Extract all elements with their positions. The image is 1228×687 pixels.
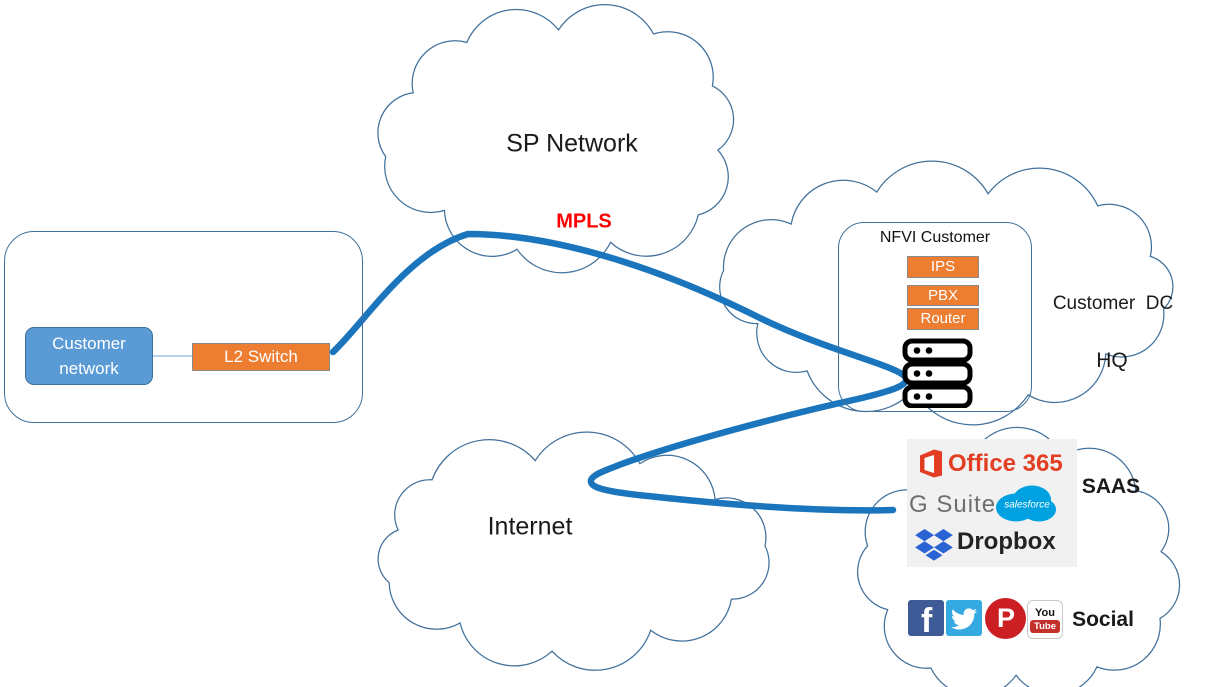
svg-text:salesforce: salesforce [1004,500,1050,511]
facebook-icon: f [908,600,944,636]
server-stack-icon [902,338,973,408]
customer-site-box [4,231,363,423]
cloud-outlines [377,4,1181,687]
office365-icon [920,449,942,478]
nfvi-customer-title: NFVI Customer [879,229,991,246]
customer-dc-label: Customer DC [1052,293,1174,314]
saas-logo-panel: Office 365 G Suite salesforce Dropbox [907,439,1077,567]
mpls-label: MPLS [556,210,612,233]
hq-label: HQ [1096,349,1128,372]
dropbox-icon [915,528,953,561]
internet-label: Internet [487,512,573,541]
sp-network-cloud [377,4,735,274]
salesforce-icon: salesforce [996,485,1056,522]
saas-label: SAAS [1081,475,1141,498]
social-label: Social [1072,608,1134,631]
sp-network-label: SP Network [506,129,638,158]
pinterest-icon: P [985,598,1026,639]
youtube-icon: You Tube [1027,600,1063,639]
nfvi-component-ips: IPS [907,256,979,278]
twitter-icon [946,600,982,636]
office365-wordmark: Office 365 [948,450,1063,477]
nfvi-customer-box: NFVI Customer IPS PBX Router [838,222,1032,412]
wan-connection-line [329,230,910,514]
customer-network-node: Customer network [25,327,153,385]
nfvi-component-pbx: PBX [907,285,979,306]
nfvi-component-router: Router [907,308,979,330]
twitter-bird-glyph [951,608,977,630]
gsuite-wordmark: G Suite [909,491,997,518]
l2-switch-node: L2 Switch [192,343,330,371]
internet-cloud [377,431,770,671]
dropbox-wordmark: Dropbox [957,528,1056,555]
